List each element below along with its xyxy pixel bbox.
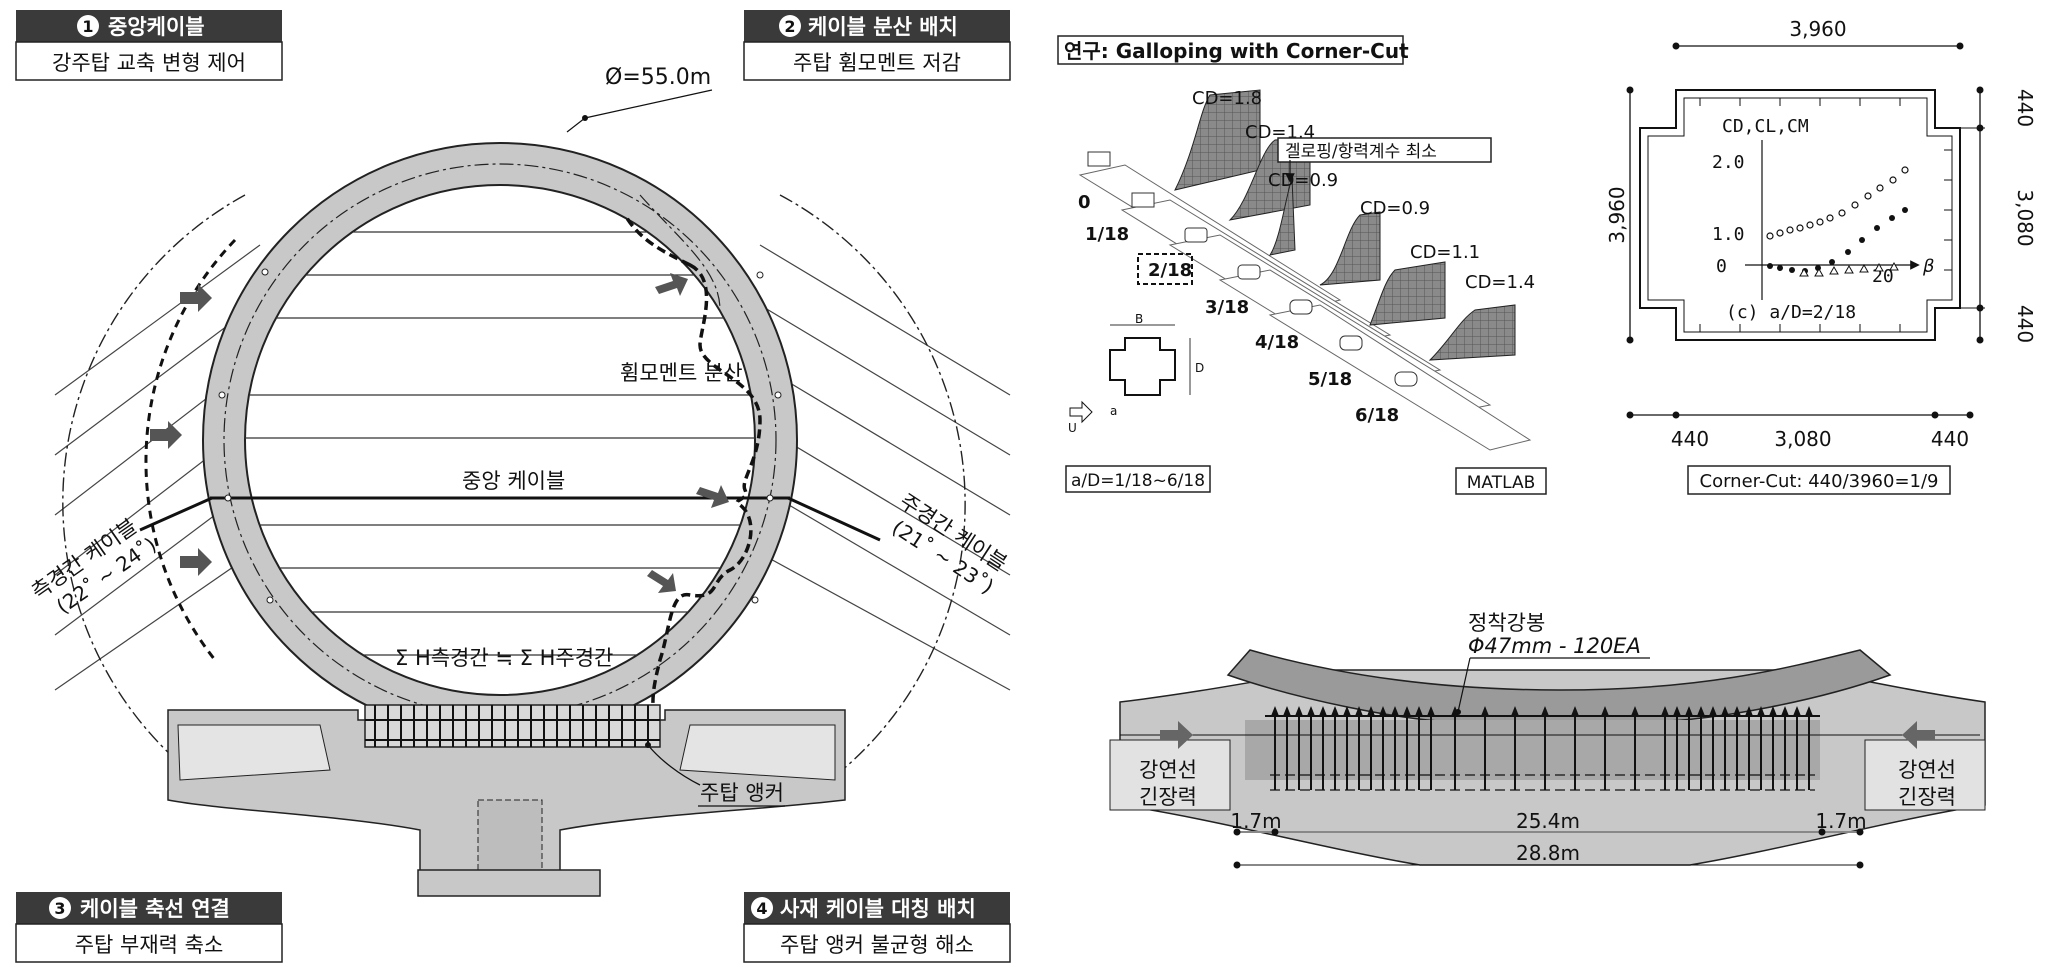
panel-3-header: 3 케이블 축선 연결 주탑 부재력 축소 xyxy=(15,892,283,963)
moment-diagram xyxy=(623,214,762,721)
panel-4-title: 사재 케이블 대칭 배치 xyxy=(780,897,976,921)
right-force-l2: 긴장력 xyxy=(1898,785,1956,809)
panel-4-header: 4 사재 케이블 대칭 배치 주탑 앵커 불균형 해소 xyxy=(743,892,1011,963)
left-force-arrow xyxy=(1160,721,1193,749)
pier-footing xyxy=(417,869,601,897)
panel-3-title: 케이블 축선 연결 xyxy=(80,897,230,921)
panel-1-header: 1 중앙케이블 강주탑 교축 변형 제어 xyxy=(15,10,283,81)
corner-bot-left: 440 xyxy=(1671,427,1709,451)
bar-spec: Φ47mm - 120EA xyxy=(1468,634,1641,658)
corner-right-top: 440 xyxy=(2013,89,2037,127)
corner-left-dim: 3,960 xyxy=(1605,186,1629,243)
plot-y-tick-1: 1.0 xyxy=(1712,224,1745,245)
main-arc xyxy=(779,194,966,781)
ratio-3: 3/18 xyxy=(1205,297,1249,318)
ratio-4: 4/18 xyxy=(1255,332,1299,353)
anchor-block xyxy=(364,704,661,748)
center-cable-label: 중앙 케이블 xyxy=(462,469,565,493)
corner-top-dim: 3,960 xyxy=(1789,17,1846,41)
cd-label-3: CD=0.9 xyxy=(1360,198,1430,219)
panel-2-number: 2 xyxy=(784,17,795,36)
deck-box-right xyxy=(679,724,836,781)
panel-2-subtitle: 주탑 휨모멘트 저감 xyxy=(793,51,961,75)
right-force-arrow xyxy=(1902,721,1935,749)
dim-total: 28.8m xyxy=(1516,841,1580,865)
plot-y-title: CD,CL,CM xyxy=(1722,116,1809,137)
study-title: 연구: Galloping with Corner-Cut xyxy=(1064,39,1409,63)
corner-bot-right: 440 xyxy=(1931,427,1969,451)
cd-label-2: CD=0.9 xyxy=(1268,170,1338,191)
panel-3-number: 3 xyxy=(54,899,65,918)
dim-right: 1.7m xyxy=(1815,809,1866,833)
anchor-leader xyxy=(647,744,701,786)
svg-text:B: B xyxy=(1135,312,1143,326)
dim-left: 1.7m xyxy=(1230,809,1281,833)
corner-right-mid: 3,080 xyxy=(2013,189,2037,246)
side-envelope xyxy=(144,238,237,661)
force-arrows xyxy=(150,273,729,593)
moment-arc xyxy=(639,194,721,311)
deck-box-left xyxy=(177,724,331,781)
ratio-5: 5/18 xyxy=(1308,369,1352,390)
panel-1-title: 중앙케이블 xyxy=(108,15,205,39)
plot-case: (c) a/D=2/18 xyxy=(1726,302,1856,323)
panel-1-subtitle: 강주탑 교축 변형 제어 xyxy=(52,51,246,75)
center-cable-right xyxy=(787,496,881,542)
svg-text:D: D xyxy=(1195,361,1204,375)
study-range: a/D=1/18~6/18 xyxy=(1071,471,1205,491)
ratio-2: 2/18 xyxy=(1148,260,1192,281)
left-force-l1: 강연선 xyxy=(1139,758,1197,782)
cd-label-5: CD=1.4 xyxy=(1465,272,1535,293)
left-force-l2: 긴장력 xyxy=(1139,785,1197,809)
diameter-label: Ø=55.0m xyxy=(605,65,711,90)
galloping-study: 연구: Galloping with Corner-Cut xyxy=(1057,35,1547,495)
panel-2-header: 2 케이블 분산 배치 주탑 휨모멘트 저감 xyxy=(743,10,1011,81)
main-span-cables xyxy=(744,244,1011,691)
right-force-l1: 강연선 xyxy=(1898,758,1956,782)
plot-y-tick-2: 2.0 xyxy=(1712,152,1745,173)
sum-equation: Σ H측경간 ≒ Σ H주경간 xyxy=(395,646,613,670)
anchor-bars xyxy=(1274,712,1810,790)
cd-label-0: CD=1.8 xyxy=(1192,88,1262,109)
center-cable-left xyxy=(139,496,213,532)
corner-bot-mid: 3,080 xyxy=(1774,427,1831,451)
ratio-0: 0 xyxy=(1078,192,1091,213)
tower-diagram: Ø=55.0m 휨모멘트 분산 중앙 케이블 Σ H측경간 ≒ Σ H주경간 주… xyxy=(27,65,1011,897)
svg-text:U: U xyxy=(1068,421,1077,435)
side-arc xyxy=(62,194,246,781)
panel-3-subtitle: 주탑 부재력 축소 xyxy=(75,933,224,957)
dim-mid: 25.4m xyxy=(1516,809,1580,833)
svg-text:a: a xyxy=(1110,404,1117,418)
corner-cut-section: 3,960 3,960 440 3,080 440 440 3,080 440 … xyxy=(1605,17,2037,495)
anchor-label: 주탑 앵커 xyxy=(700,781,784,805)
plot-x-axis: β xyxy=(1922,256,1935,277)
bolt-marks xyxy=(218,268,782,604)
study-tool: MATLAB xyxy=(1467,473,1536,493)
anchorage-detail: 정착강봉 Φ47mm - 120EA 강연선 긴장력 강연선 긴장력 1.7m … xyxy=(1109,611,1986,869)
study-note: 겔로핑/항력계수 최소 xyxy=(1285,142,1437,162)
cd-label-4: CD=1.1 xyxy=(1410,242,1480,263)
panel-1-number: 1 xyxy=(82,17,93,36)
corner-right-bot: 440 xyxy=(2013,305,2037,343)
tower-inner xyxy=(244,184,756,696)
ratio-1: 1/18 xyxy=(1085,224,1129,245)
plot-y-tick-0: 0 xyxy=(1716,256,1727,277)
panel-4-number: 4 xyxy=(756,899,767,918)
panel-2-title: 케이블 분산 배치 xyxy=(808,15,958,39)
ratio-6: 6/18 xyxy=(1355,405,1399,426)
moment-label: 휨모멘트 분산 xyxy=(620,361,743,385)
bar-title: 정착강봉 xyxy=(1468,611,1545,635)
deck xyxy=(167,709,846,876)
corner-caption: Corner-Cut: 440/3960=1/9 xyxy=(1700,471,1939,492)
section-sketch: B D a U xyxy=(1068,312,1204,435)
pier xyxy=(477,799,543,871)
panel-4-subtitle: 주탑 앵커 불균형 해소 xyxy=(780,933,974,957)
